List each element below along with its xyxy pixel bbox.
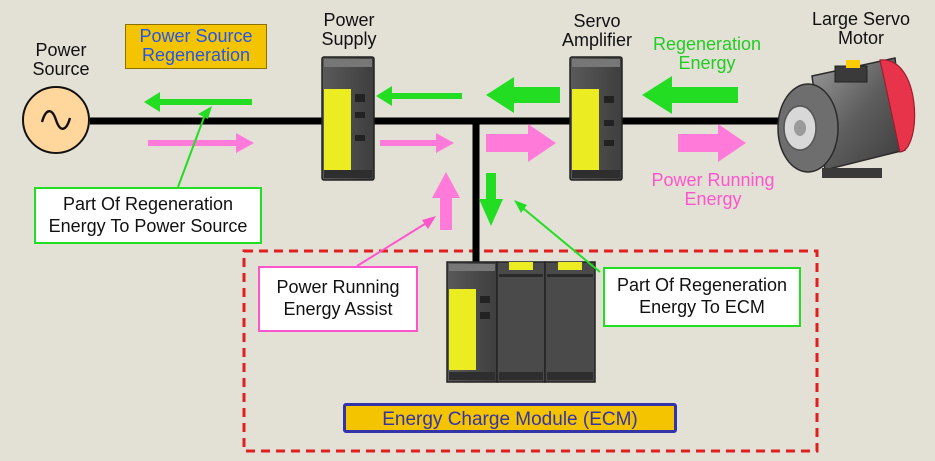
run-arrow-bus-to-amp <box>486 124 556 162</box>
power-running-energy-label: Power Running Energy <box>651 170 775 210</box>
regen-arrow-motor-to-amp <box>642 76 738 114</box>
regen-arrow-supply-to-source <box>144 92 252 112</box>
power-running-assist-callout: Power Running Energy Assist <box>258 266 418 332</box>
ecm-title-label: Energy Charge Module (ECM) <box>343 403 677 433</box>
ecm-cabinets-icon <box>446 261 596 383</box>
part-regen-to-ecm-callout: Part Of Regeneration Energy To ECM <box>603 267 801 327</box>
callout-pointers <box>177 106 601 273</box>
power-running-arrows <box>148 124 746 230</box>
regeneration-arrows <box>144 76 738 226</box>
regen-arrow-bus-to-supply <box>376 86 462 106</box>
run-arrow-amp-to-motor <box>678 124 746 162</box>
servo-amplifier-unit-icon <box>569 56 623 181</box>
servo-motor-icon <box>777 57 916 178</box>
ac-sine-icon <box>22 86 90 154</box>
power-source-regeneration-label: Power Source Regeneration <box>125 24 267 69</box>
power-supply-label: Power Supply <box>321 10 377 50</box>
servo-amplifier-label: Servo Amplifier <box>561 11 632 51</box>
regen-arrow-down-to-ecm <box>479 173 503 226</box>
ecm-enclosure <box>242 249 819 453</box>
power-supply-unit-icon <box>321 56 375 181</box>
part-regen-to-source-callout: Part Of Regeneration Energy To Power Sou… <box>34 187 262 244</box>
regeneration-energy-label: Regeneration Energy <box>652 34 762 74</box>
large-servo-motor-label: Large Servo Motor <box>811 9 911 49</box>
power-source-label: Power Source <box>32 40 90 80</box>
regen-arrow-amp-to-bus <box>486 77 560 113</box>
run-arrow-ecm-to-bus <box>432 172 460 230</box>
run-arrow-supply-to-bus <box>380 133 454 153</box>
run-arrow-source-to-supply <box>148 133 254 153</box>
